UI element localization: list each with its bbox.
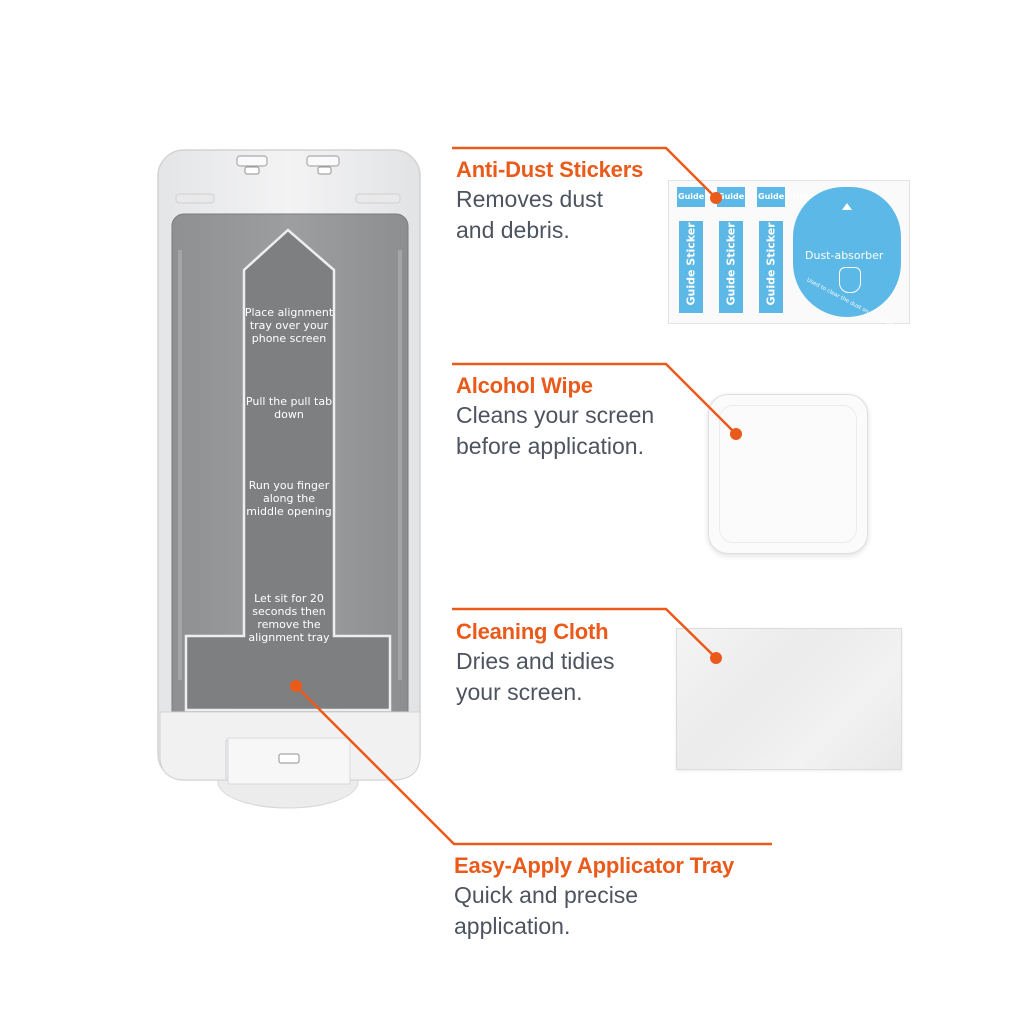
- tray-step-4: Let sit for 20 seconds then remove the a…: [248, 592, 330, 644]
- callout-dot-wipe: [730, 428, 742, 440]
- guide-sticker-strip-1: Guide Sticker: [679, 221, 703, 313]
- alignment-opening: [184, 228, 392, 712]
- arrow-up-icon: [842, 203, 852, 210]
- tray-step-1: Place alignment tray over your phone scr…: [244, 306, 334, 345]
- callout-description: Removes dust and debris.: [456, 186, 604, 243]
- guide-sticker-tab-3: Guide Sticker: [757, 187, 819, 207]
- guide-sticker-strip-2: Guide Sticker: [719, 221, 743, 313]
- alcohol-wipe-image: [708, 394, 868, 554]
- callout-applicator-tray: Easy-Apply Applicator Tray Quick and pre…: [454, 852, 734, 942]
- callout-alcohol-wipe: Alcohol Wipe Cleans your screen before a…: [456, 372, 654, 462]
- callout-dot-tray: [290, 680, 302, 692]
- anti-dust-sticker-sheet: Guide Sticker Guide Sticker Guide Sticke…: [668, 180, 910, 331]
- callout-dot-stickers: [710, 192, 722, 204]
- guide-sticker-label: Guide Sticker: [678, 192, 739, 201]
- dust-absorber-sticker: Dust-absorber Used to clear the dust on …: [793, 187, 901, 331]
- callout-description: Cleans your screen before application.: [456, 402, 655, 459]
- guide-sticker-strip-3: Guide Sticker: [759, 221, 783, 313]
- callout-description: Quick and precise application.: [454, 882, 639, 939]
- tray-step-3: Run you finger along the middle opening: [246, 479, 332, 518]
- hand-wipe-icon: [839, 267, 861, 293]
- dust-absorber-label: Dust-absorber: [805, 249, 884, 262]
- callout-description: Dries and tidies your screen.: [456, 648, 615, 705]
- callout-title: Anti-Dust Stickers: [456, 157, 644, 182]
- guide-sticker-label: Guide Sticker: [758, 192, 819, 201]
- tray-step-2: Pull the pull tab down: [245, 395, 333, 421]
- guide-sticker-tab-2: Guide Sticker: [717, 187, 779, 207]
- callout-title: Alcohol Wipe: [456, 373, 593, 398]
- cleaning-cloth-image: [676, 628, 902, 770]
- guide-sticker-label: Guide Sticker: [718, 192, 779, 201]
- callout-dot-cloth: [710, 652, 722, 664]
- guide-sticker-tab-1: Guide Sticker: [677, 187, 739, 207]
- callout-anti-dust-stickers: Anti-Dust Stickers Removes dust and debr…: [456, 156, 643, 246]
- callout-title: Cleaning Cloth: [456, 619, 609, 644]
- callout-title: Easy-Apply Applicator Tray: [454, 853, 735, 878]
- callout-cleaning-cloth: Cleaning Cloth Dries and tidies your scr…: [456, 618, 615, 708]
